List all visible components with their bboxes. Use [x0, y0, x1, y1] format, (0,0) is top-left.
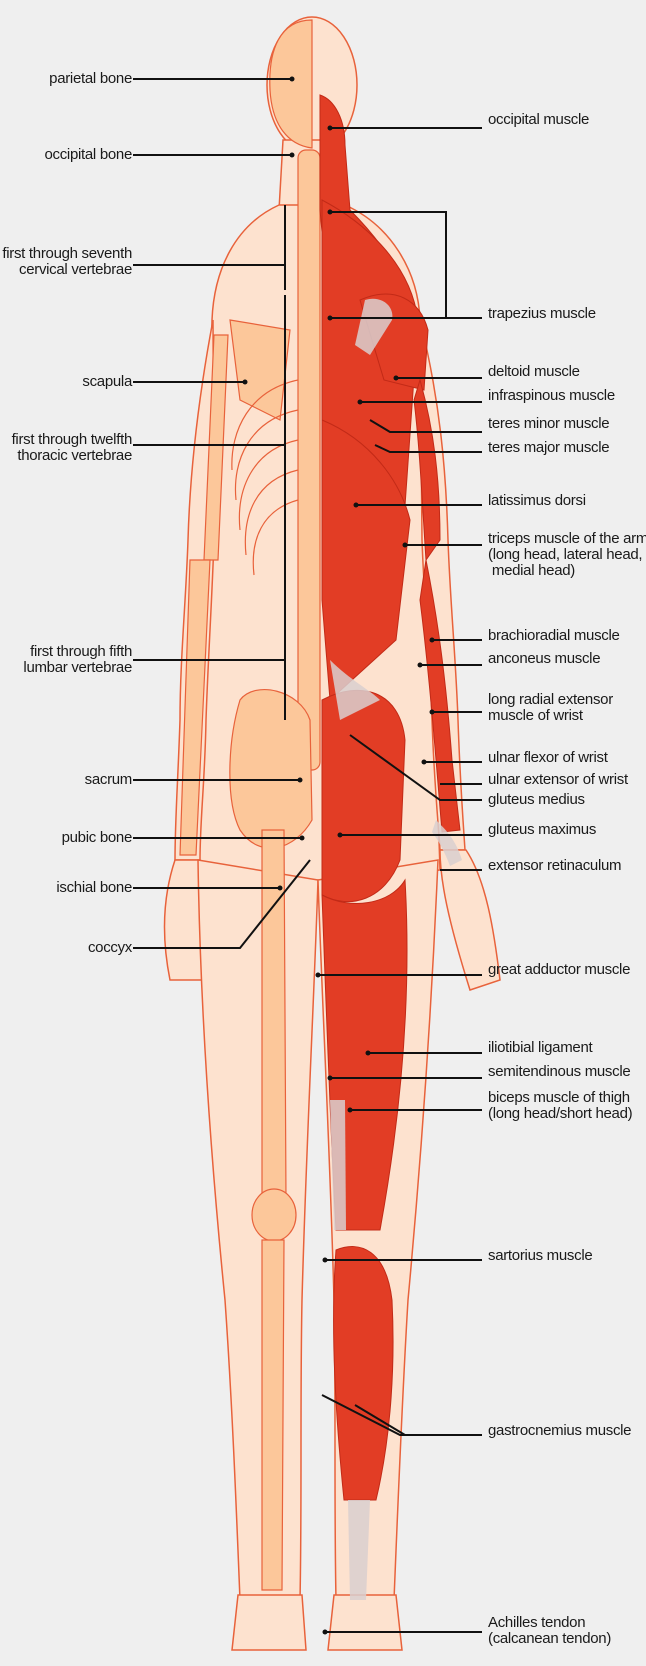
label-long-radial-extensor: long radial extensor muscle of wrist [488, 692, 613, 724]
label-parietal-bone: parietal bone [49, 71, 132, 87]
label-ulnar-extensor: ulnar extensor of wrist [488, 772, 628, 788]
label-coccyx: coccyx [88, 940, 132, 956]
label-thoracic-vertebrae: first through twelfth thoracic vertebrae [12, 432, 132, 464]
label-trapezius-muscle: trapezius muscle [488, 306, 596, 322]
label-lumbar-vertebrae: first through fifth lumbar vertebrae [23, 644, 132, 676]
label-infraspinous-muscle: infraspinous muscle [488, 388, 615, 404]
muscles [320, 95, 460, 1500]
label-teres-minor-muscle: teres minor muscle [488, 416, 609, 432]
label-latissimus-dorsi: latissimus dorsi [488, 493, 586, 509]
label-gastrocnemius-muscle: gastrocnemius muscle [488, 1423, 631, 1439]
label-achilles-tendon: Achilles tendon (calcanean tendon) [488, 1615, 611, 1647]
label-gluteus-maximus: gluteus maximus [488, 822, 596, 838]
label-brachioradial-muscle: brachioradial muscle [488, 628, 620, 644]
label-gluteus-medius: gluteus medius [488, 792, 585, 808]
label-sacrum: sacrum [85, 772, 132, 788]
label-iliotibial-ligament: iliotibial ligament [488, 1040, 592, 1056]
label-sartorius-muscle: sartorius muscle [488, 1248, 592, 1264]
label-anconeus-muscle: anconeus muscle [488, 651, 600, 667]
label-cervical-vertebrae: first through seventh cervical vertebrae [2, 246, 132, 278]
label-extensor-retinaculum: extensor retinaculum [488, 858, 621, 874]
label-great-adductor-muscle: great adductor muscle [488, 962, 630, 978]
label-occipital-bone: occipital bone [44, 147, 132, 163]
label-teres-major-muscle: teres major muscle [488, 440, 609, 456]
label-ulnar-flexor: ulnar flexor of wrist [488, 750, 608, 766]
label-pubic-bone: pubic bone [62, 830, 132, 846]
label-scapula: scapula [82, 374, 132, 390]
label-occipital-muscle: occipital muscle [488, 112, 589, 128]
label-deltoid-muscle: deltoid muscle [488, 364, 580, 380]
label-triceps-muscle: triceps muscle of the arm (long head, la… [488, 531, 646, 579]
label-biceps-muscle-of-thigh: biceps muscle of thigh (long head/short … [488, 1090, 632, 1122]
label-semitendinous-muscle: semitendinous muscle [488, 1064, 630, 1080]
label-ischial-bone: ischial bone [56, 880, 132, 896]
